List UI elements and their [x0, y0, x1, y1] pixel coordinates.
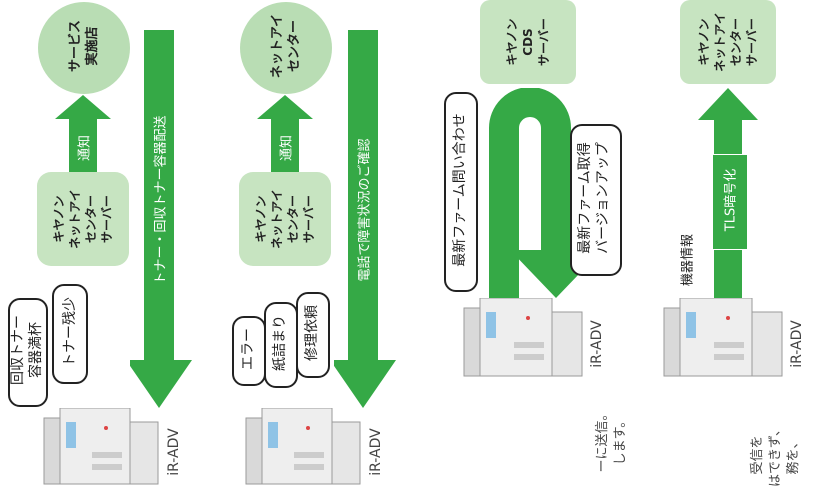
bubble-repair-request-text: 修理依頼	[304, 305, 320, 361]
net-eye-center-label: ネットアイ センター	[270, 13, 302, 79]
center-server-label: キヤノン ネットアイ センター サーバー	[52, 189, 114, 249]
bubble-firmware-update-text: 最新ファーム取得 バージョンアップ	[577, 142, 611, 254]
bubble-firmware-query	[444, 92, 478, 292]
cds-server-box	[480, 0, 576, 84]
bubble-firmware-query-text: 最新ファーム問い合わせ	[452, 113, 468, 267]
bubble-paper-jam-text: 紙詰まり	[272, 315, 288, 371]
caption-fragment: 受信を はできず、 務を、	[750, 422, 801, 488]
bubble-toner-low	[52, 284, 88, 384]
bubble-toner-container-full	[8, 298, 48, 407]
notify-label: 通知	[77, 134, 93, 162]
center-server-label: キヤノン ネットアイ センター サーバー	[254, 189, 316, 249]
tls-label: TLS暗号化	[723, 168, 739, 232]
delivery-label: トナー・回収トナー容器配送	[153, 115, 169, 285]
copier-icon	[663, 298, 783, 377]
arrow-up-icon	[55, 95, 111, 185]
u-turn-arrow-icon	[489, 88, 580, 303]
arrow-down-icon	[334, 30, 396, 408]
phone-confirm-label: 電話で障害状況のご確認	[357, 138, 373, 282]
tls-box	[712, 154, 748, 250]
net-eye-center-circle	[240, 2, 332, 94]
service-shop-label: サービス 実施店	[68, 19, 100, 73]
device-label: iR-ADV	[368, 428, 384, 476]
center-server-box	[239, 172, 331, 266]
notify-label: 通知	[279, 134, 295, 162]
bubble-toner-low-text: トナー残少	[62, 297, 78, 367]
net-eye-server-label: キヤノン ネットアイ センター サーバー	[697, 12, 759, 72]
cds-server-label: キヤノン CDS サーバー	[505, 18, 551, 66]
bubble-repair-request	[296, 292, 330, 378]
arrow-down-icon	[130, 30, 192, 408]
arrow-up-icon	[257, 95, 313, 185]
net-eye-server-box	[680, 0, 776, 84]
caption-fragment: ーに送信。 します。	[595, 407, 628, 473]
copier-icon	[43, 408, 159, 485]
bubble-firmware-update	[570, 124, 622, 276]
device-info-label: 機器情報	[680, 233, 696, 287]
device-label: iR-ADV	[166, 428, 182, 476]
device-label: iR-ADV	[589, 320, 605, 368]
bubble-toner-container-full-text: 回収トナー 容器満杯	[10, 315, 44, 385]
copier-icon	[463, 298, 583, 377]
copier-icon	[245, 408, 361, 485]
service-shop-circle	[38, 2, 130, 94]
center-server-box	[37, 172, 129, 266]
bubble-error-text: エラー	[240, 328, 256, 370]
device-label: iR-ADV	[789, 320, 805, 368]
